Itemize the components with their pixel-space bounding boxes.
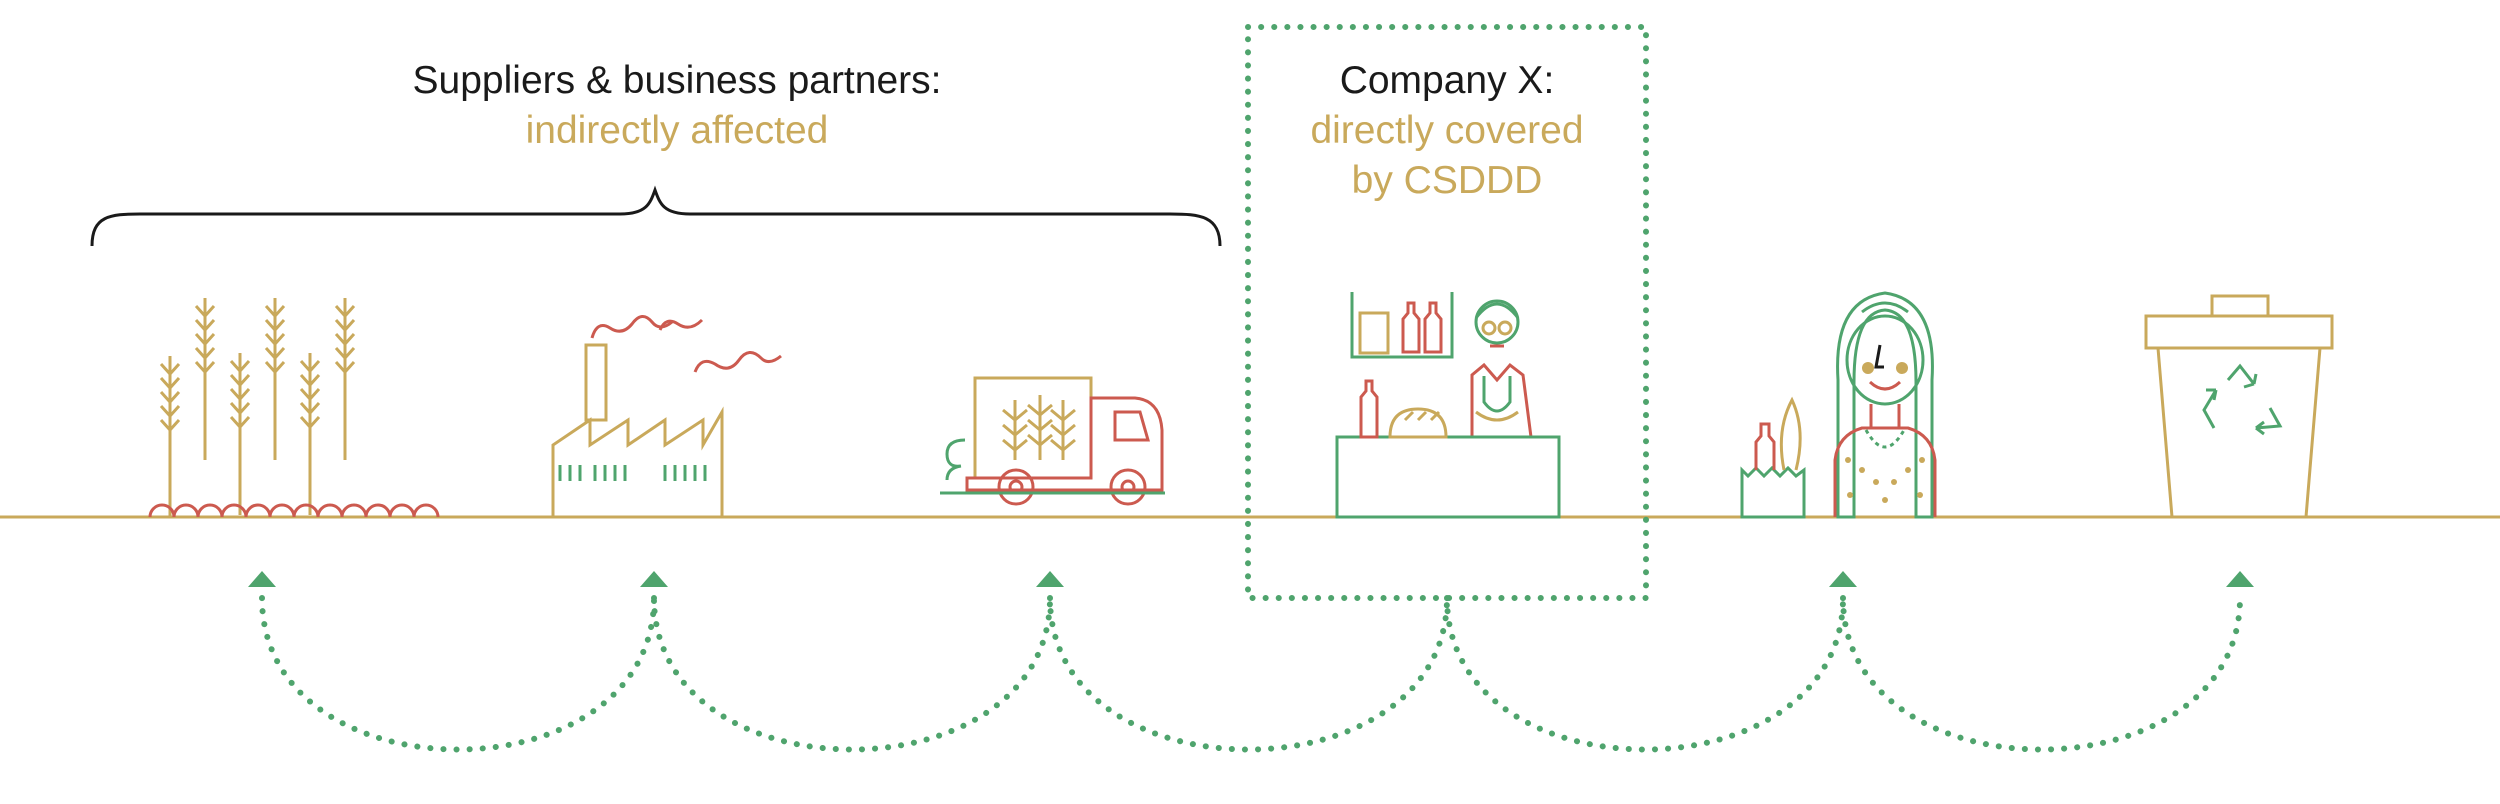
arrowhead-1 (248, 571, 276, 587)
arrowhead-2 (640, 571, 668, 587)
flow-arcs (259, 595, 2243, 753)
company-label: Company X: directly covered by CSDDD (1247, 56, 1647, 206)
consumer-icon (1740, 291, 1937, 519)
suppliers-brace (90, 185, 1222, 247)
factory-icon (551, 315, 782, 519)
company-heading: Company X: (1339, 59, 1555, 102)
wheat-field-icon (148, 296, 440, 520)
arrowhead-3 (1036, 571, 1064, 587)
flow-arrowheads (248, 571, 2254, 587)
suppliers-heading: Suppliers & business partners: (412, 59, 942, 102)
suppliers-subheading: indirectly affected (525, 109, 829, 152)
shopkeeper-icon (1335, 292, 1561, 519)
arrowhead-5 (1829, 571, 1857, 587)
delivery-truck-icon (940, 376, 1165, 506)
company-subheading: directly covered by CSDDD (1310, 109, 1584, 202)
suppliers-label: Suppliers & business partners: indirectl… (277, 56, 1077, 156)
recycling-bin-icon (2144, 294, 2334, 519)
arrowhead-6 (2226, 571, 2254, 587)
